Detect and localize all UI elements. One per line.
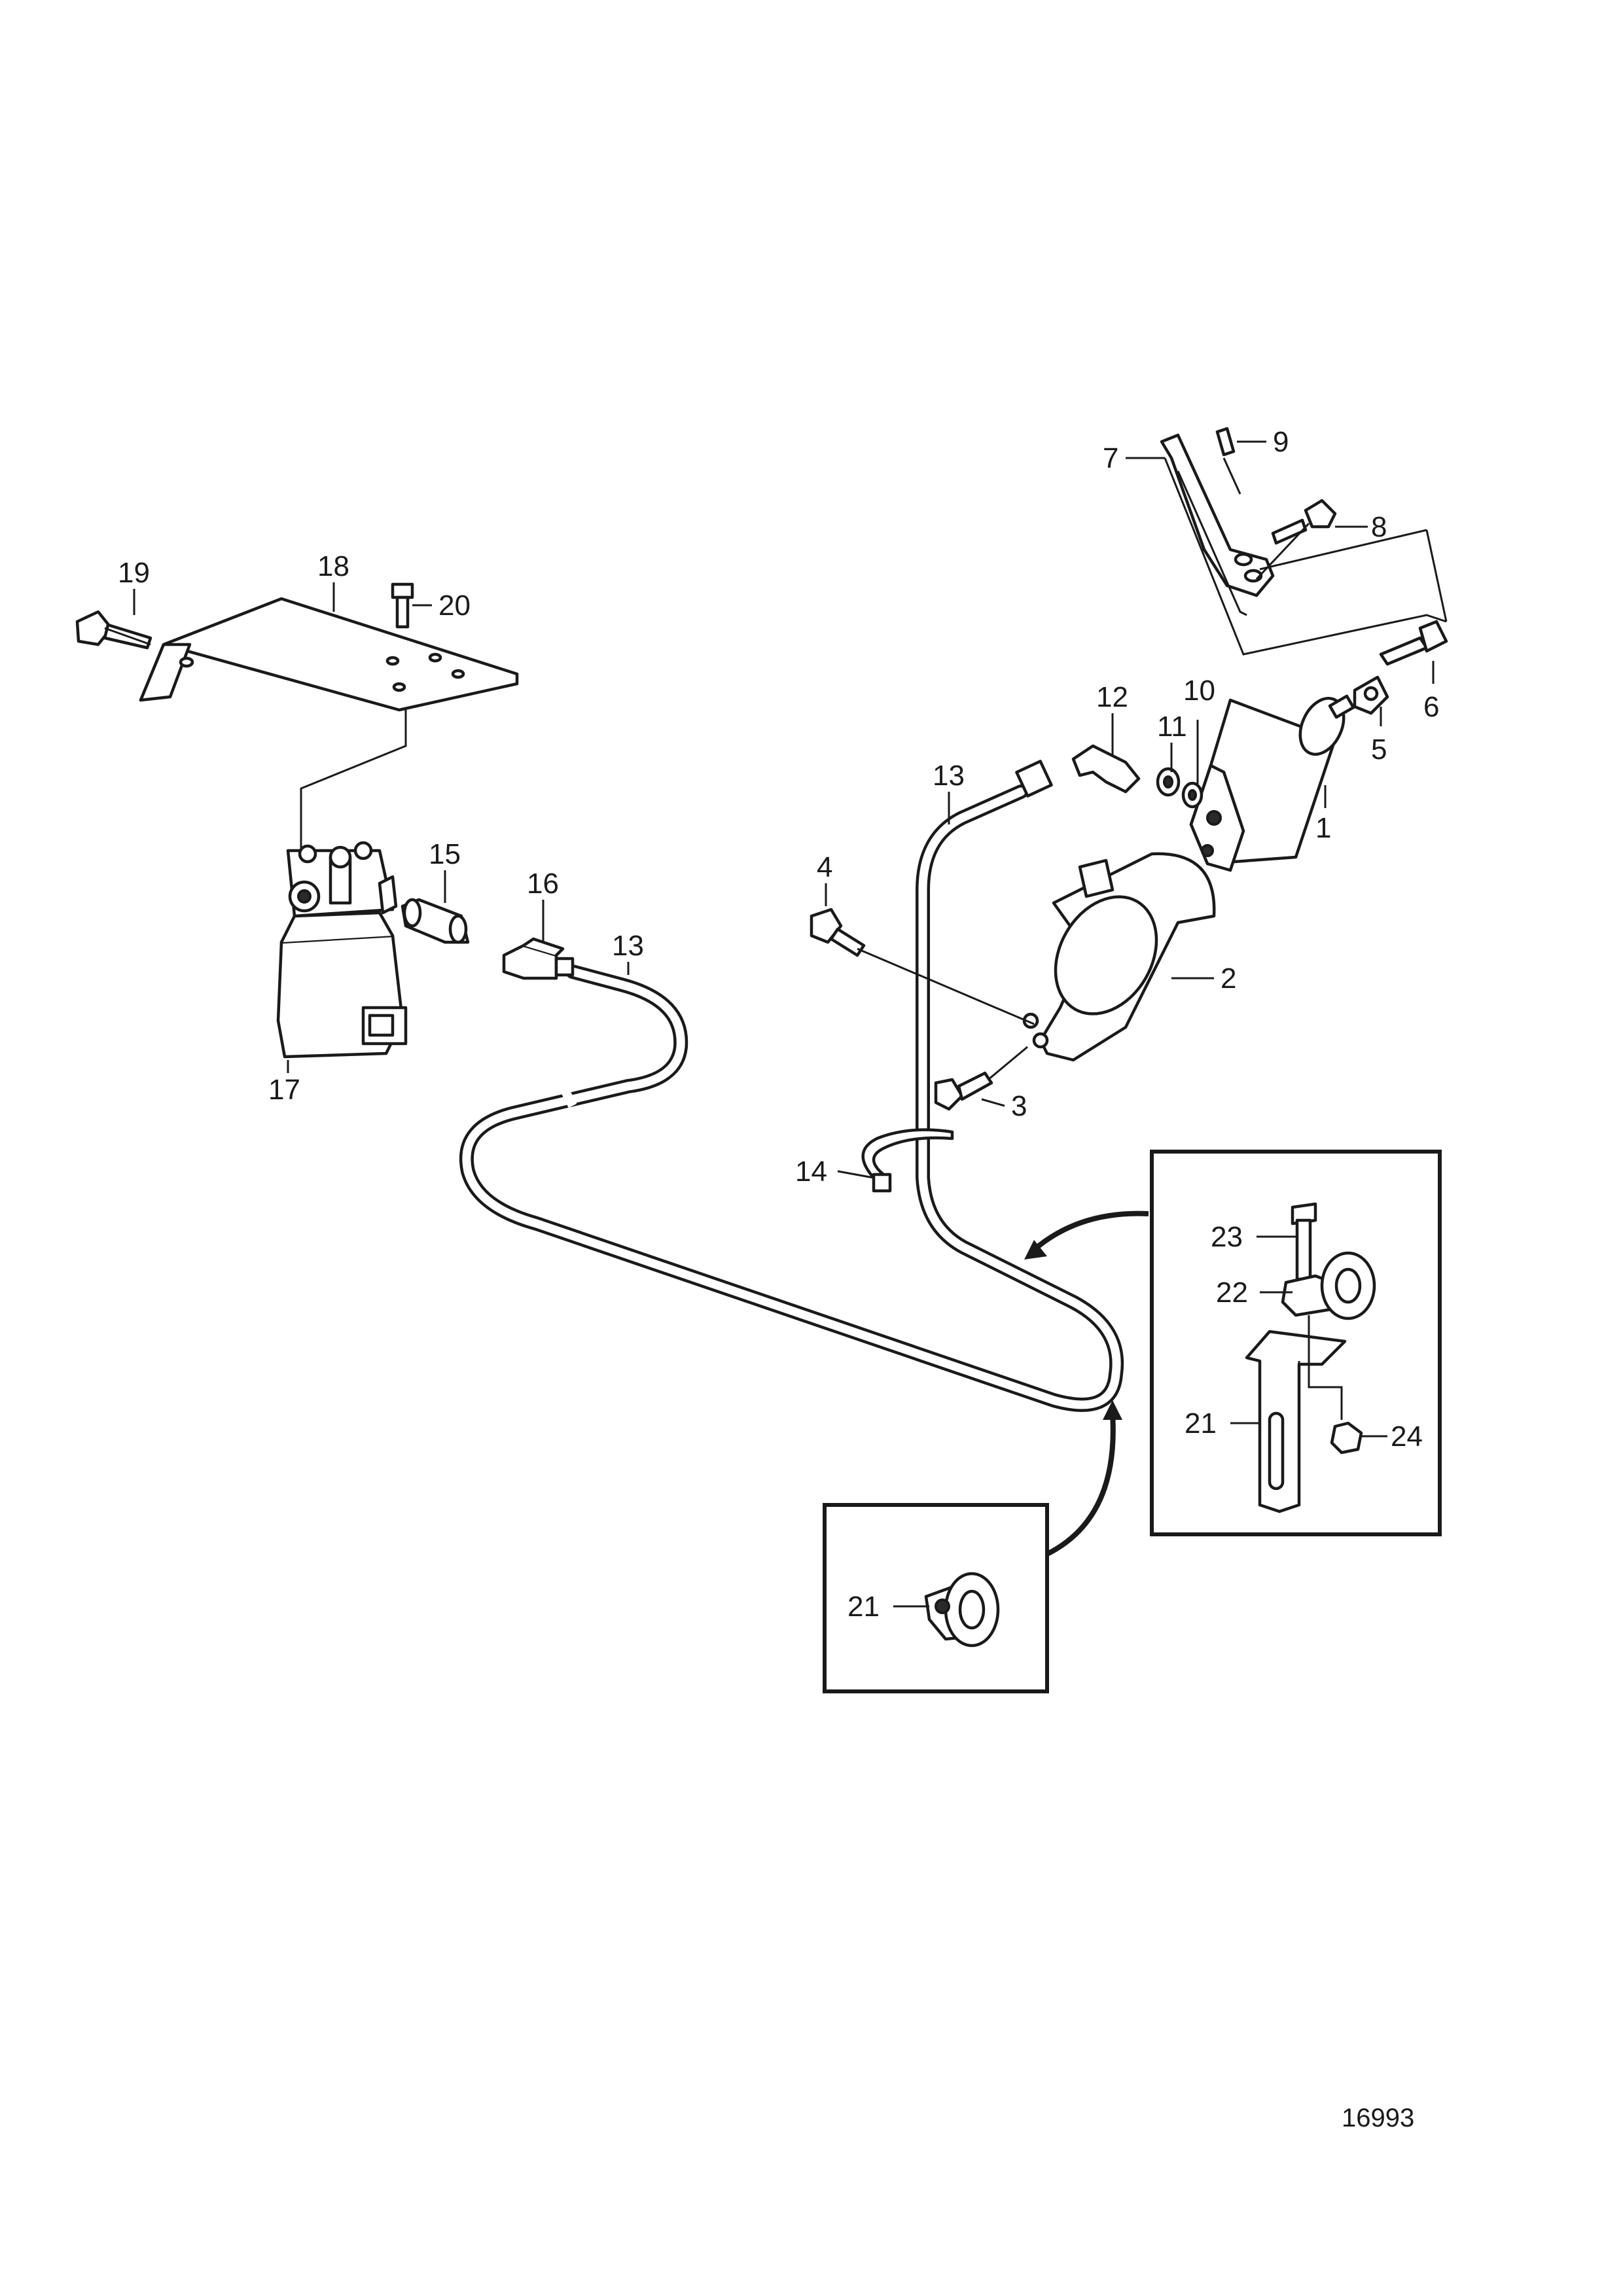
callout-13-cylinder-line: 13: [933, 760, 965, 792]
bolt-4: [810, 908, 866, 957]
callout-2: 2: [1221, 963, 1236, 995]
drawing-reference-number: 16993: [1342, 2104, 1414, 2132]
actuator-cylinder: [1189, 694, 1355, 872]
bolt-20: [391, 582, 414, 629]
washer-11: [1156, 767, 1181, 797]
callout-12: 12: [1096, 681, 1128, 713]
inset-pointers: [1024, 1210, 1149, 1557]
callout-13-valve-line: 13: [612, 930, 644, 962]
callout-10: 10: [1183, 675, 1215, 707]
mounting-bracket: [139, 597, 519, 712]
callout-20: 20: [438, 590, 471, 622]
elbow-fitting-12: [1015, 744, 1141, 798]
callout-18: 18: [317, 550, 349, 582]
callout-17: 17: [268, 1074, 300, 1106]
clevis-5: [1353, 675, 1389, 715]
callout-11: 11: [1157, 711, 1187, 743]
inset-box-clamp: [823, 1503, 1049, 1693]
solenoid-valve: [276, 841, 408, 1059]
callout-21-bracket: 21: [1185, 1407, 1217, 1439]
bolt-6: [1379, 620, 1448, 666]
callout-15: 15: [429, 838, 461, 870]
callout-labels: 1 2 3 4 5 6 7 8 9 10 11 12 13 13 14 15 1…: [118, 426, 1439, 1623]
callout-leaders: [133, 440, 1435, 1608]
clip-14: [861, 1128, 954, 1193]
assembly-lines: [104, 457, 1448, 1081]
callout-19: 19: [118, 557, 150, 589]
bolt-3: [934, 1071, 993, 1111]
callout-4: 4: [817, 851, 832, 883]
callout-23: 23: [1211, 1221, 1243, 1253]
cylinder-bracket: [1022, 852, 1216, 1062]
connector-15: [401, 898, 470, 944]
tube-assembly: [459, 785, 1124, 1412]
callout-21-clamp: 21: [847, 1591, 880, 1623]
callout-6: 6: [1423, 691, 1439, 723]
bolt-19: [75, 610, 152, 650]
callout-7: 7: [1103, 442, 1118, 474]
inset-box-clamp-bracket: [1150, 1150, 1442, 1536]
callout-1: 1: [1315, 812, 1331, 844]
callout-22: 22: [1216, 1277, 1248, 1309]
callout-16: 16: [527, 868, 559, 900]
pin-9: [1215, 427, 1236, 457]
callout-5: 5: [1371, 733, 1387, 766]
fitting-16: [502, 937, 575, 980]
callout-24: 24: [1391, 1421, 1423, 1453]
callout-9: 9: [1273, 426, 1289, 458]
callout-14: 14: [795, 1156, 827, 1188]
bolt-8: [1271, 499, 1337, 545]
washer-10: [1181, 781, 1204, 809]
callout-8: 8: [1371, 511, 1387, 543]
callout-3: 3: [1011, 1090, 1027, 1122]
lever-arm: [1160, 433, 1275, 597]
